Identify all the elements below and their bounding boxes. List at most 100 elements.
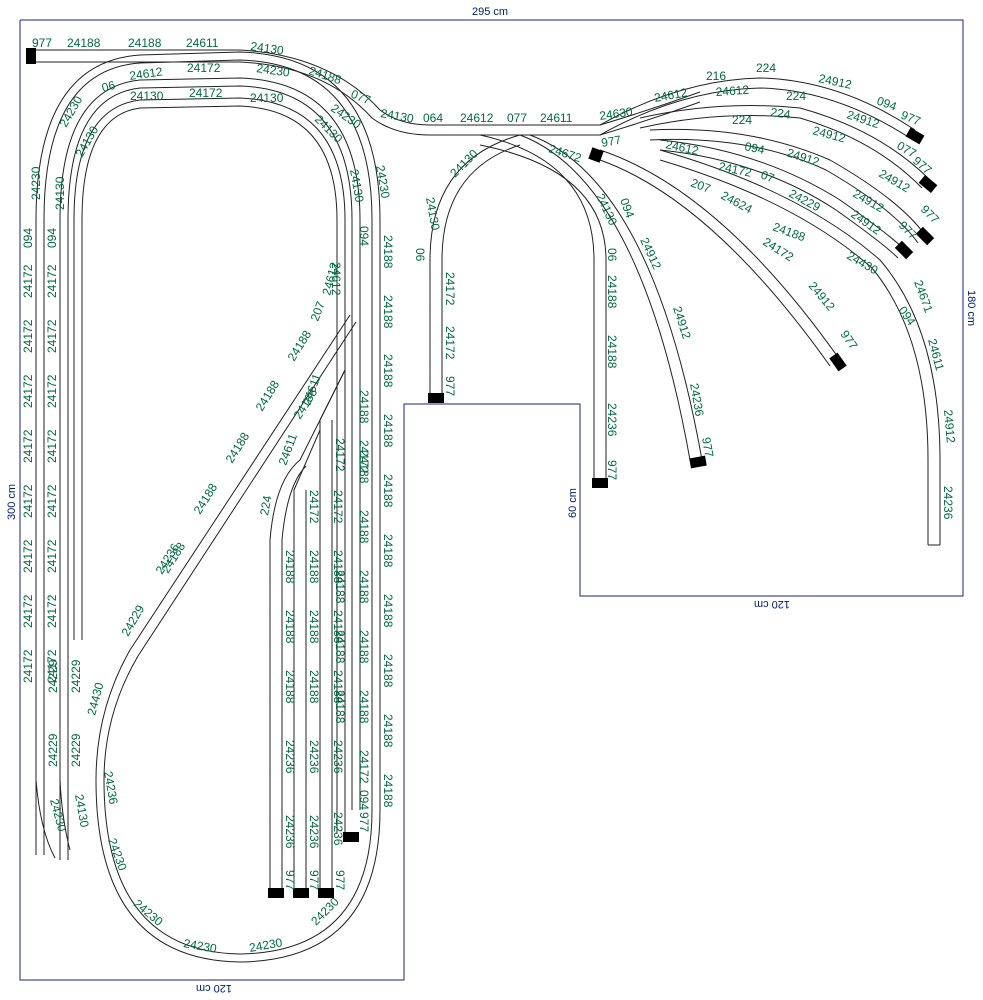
label-yd-25: 977 bbox=[307, 870, 321, 890]
label-ri-12: 24172 bbox=[333, 438, 347, 472]
label-li-9: 24172 bbox=[45, 539, 59, 573]
label-lo-13: 24229 bbox=[46, 733, 60, 767]
label-fn-2: 24612 bbox=[653, 85, 689, 105]
label-fn-21: 24912 bbox=[785, 146, 821, 170]
fan-buffer-1 bbox=[905, 127, 925, 145]
label-fn-9: 224 bbox=[786, 89, 806, 103]
label-ri-2: 094 bbox=[357, 226, 371, 246]
dimension-inner-horizontal: 120 cm bbox=[754, 598, 790, 610]
label-ro-7: 24188 bbox=[381, 534, 395, 568]
label-lo-2: 24230 bbox=[29, 166, 43, 200]
label-top-2: 24188 bbox=[67, 36, 101, 50]
label-top-9: 064 bbox=[423, 111, 443, 125]
label-yd-9: 24188 bbox=[283, 550, 297, 584]
branch-curve-track bbox=[519, 134, 691, 461]
fan-track-4-rail2 bbox=[659, 149, 899, 259]
labels-right-inner: 24130 094 24612 24188 24188 24188 24188 … bbox=[329, 168, 371, 832]
label-yd-8: 24172 bbox=[357, 440, 371, 474]
label-ring-3: 24172 bbox=[187, 61, 221, 75]
label-li-6: 24172 bbox=[45, 374, 59, 408]
return-loop bbox=[95, 314, 381, 963]
label-li-12: 24229 bbox=[69, 659, 83, 693]
label-fn-28: 207 bbox=[689, 176, 713, 196]
label-ring-2: 24612 bbox=[128, 64, 163, 83]
label-lo-8: 24172 bbox=[21, 484, 35, 518]
label-yd-13: 24188 bbox=[307, 610, 321, 644]
label-fn-36: 094 bbox=[896, 304, 919, 329]
inner-oval-track bbox=[73, 97, 346, 834]
label-bm-1: 24672 bbox=[547, 142, 583, 166]
label-bm-5: 24188 bbox=[605, 275, 619, 309]
label-dg-4: 24188 bbox=[191, 481, 221, 517]
label-dg-14: 24230 bbox=[248, 935, 284, 955]
label-bl-4: 24172 bbox=[443, 272, 457, 306]
labels-left-outer: 24230 24230 094 24172 24172 24172 24172 … bbox=[21, 93, 85, 833]
yard-buffer-3 bbox=[318, 888, 334, 898]
label-ri-8: 24188 bbox=[333, 630, 347, 664]
top-line-track bbox=[28, 49, 701, 126]
dimension-right: 180 cm bbox=[965, 290, 977, 326]
label-yd-16: 24188 bbox=[307, 670, 321, 704]
label-fn-17: 977 bbox=[918, 202, 942, 226]
label-dg-3: 24188 bbox=[223, 430, 253, 466]
label-bm-3: 06 bbox=[605, 248, 619, 262]
label-ro-4: 24188 bbox=[381, 354, 395, 388]
label-dg-10: 24236 bbox=[101, 770, 121, 806]
main-oval bbox=[35, 51, 381, 860]
fan-tracks bbox=[588, 77, 941, 546]
label-fn-13: 224 bbox=[732, 113, 752, 127]
diagonal-track bbox=[95, 314, 381, 963]
label-top-10: 24612 bbox=[460, 111, 494, 125]
labels-top-ring: 06 24612 24172 24230 24130 24172 24130 2… bbox=[100, 61, 364, 146]
label-top-6: 24188 bbox=[307, 64, 343, 88]
labels-branch-curve: 24912 24912 24236 977 bbox=[637, 235, 716, 458]
label-fn-25: 07 bbox=[759, 168, 777, 186]
label-ro-9: 24188 bbox=[381, 654, 395, 688]
label-ri-4: 24188 bbox=[357, 510, 371, 544]
label-ro-2: 24188 bbox=[381, 235, 395, 269]
label-lo-6: 24172 bbox=[21, 374, 35, 408]
label-fn-10: 24912 bbox=[845, 108, 881, 132]
label-fn-39: 24236 bbox=[941, 486, 955, 520]
label-bl-3: 06 bbox=[413, 248, 427, 262]
yard-buffer-2 bbox=[293, 888, 309, 898]
label-ro-10: 24188 bbox=[381, 714, 395, 748]
label-dg-9: 24430 bbox=[84, 681, 106, 717]
yard-track-3 bbox=[319, 369, 346, 890]
fan-buffer-4 bbox=[894, 240, 914, 260]
label-yd-26: 977 bbox=[333, 870, 347, 890]
label-fn-6: 094 bbox=[875, 94, 899, 114]
fan-track-2 bbox=[639, 105, 931, 181]
fan-track-3 bbox=[649, 128, 926, 236]
label-lo-10: 24172 bbox=[21, 594, 35, 628]
label-yd-22: 24236 bbox=[307, 815, 321, 849]
label-li-14: 24130 bbox=[72, 793, 92, 829]
label-top-3: 24188 bbox=[128, 36, 162, 50]
label-yd-24: 977 bbox=[283, 870, 297, 890]
label-bc-4: 977 bbox=[699, 436, 716, 458]
top-main-line bbox=[26, 48, 701, 136]
label-ri-1: 24130 bbox=[347, 168, 367, 204]
fan-track-6-rail2 bbox=[659, 159, 929, 545]
dimension-top: 295 cm bbox=[472, 6, 508, 18]
branch-left-track bbox=[429, 134, 521, 395]
label-fn-14: 224 bbox=[770, 105, 792, 122]
label-yd-7: 24172 bbox=[331, 490, 345, 524]
label-yd-12: 24188 bbox=[283, 610, 297, 644]
label-yd-18: 24236 bbox=[283, 740, 297, 774]
label-li-5: 24172 bbox=[45, 319, 59, 353]
label-top-1: 977 bbox=[32, 36, 52, 50]
label-li-13: 24229 bbox=[69, 733, 83, 767]
labels-branch-mid: 24672 24130 06 094 24188 24188 24236 977 bbox=[547, 142, 637, 481]
label-yd-23: 24236 bbox=[331, 812, 345, 846]
label-ro-13: 24188 bbox=[357, 450, 371, 484]
fan-track-6 bbox=[659, 149, 941, 545]
branch-mid-track bbox=[479, 134, 595, 480]
fan-track-5 bbox=[599, 149, 841, 361]
label-fn-16: 24912 bbox=[877, 166, 913, 195]
label-ring-6: 24172 bbox=[189, 86, 223, 100]
label-ring-1: 06 bbox=[100, 78, 117, 95]
label-lo-7: 24172 bbox=[21, 429, 35, 463]
label-ri-9: 24188 bbox=[333, 690, 347, 724]
fan-track-1-rail2 bbox=[599, 87, 911, 139]
